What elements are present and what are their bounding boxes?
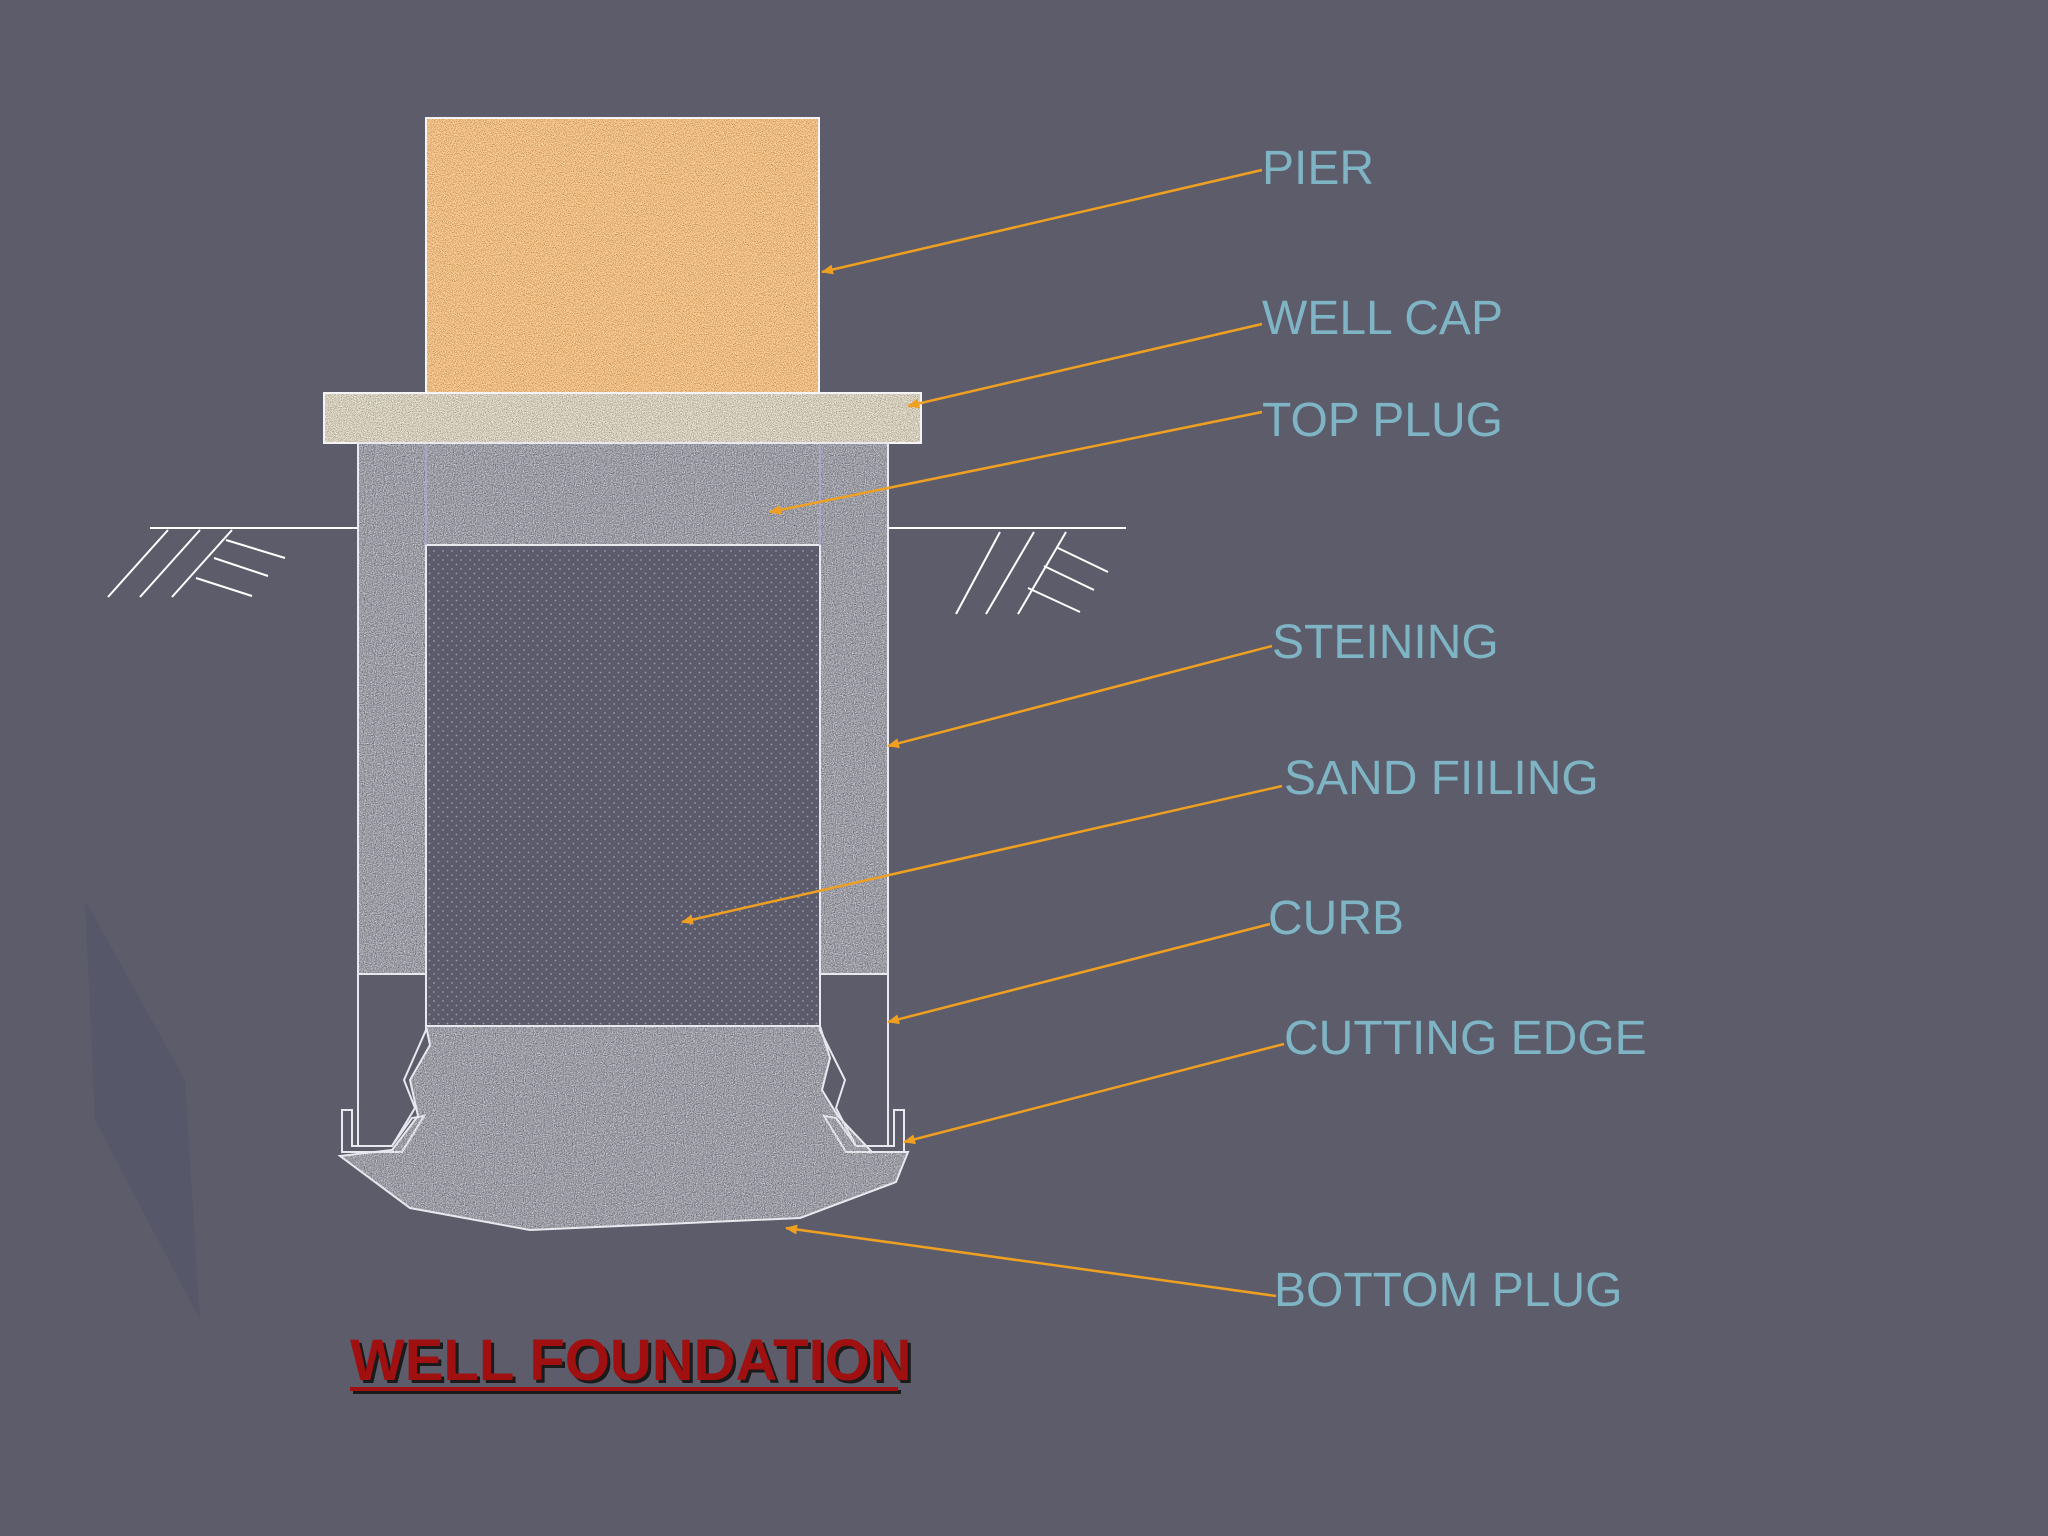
- steining: [358, 443, 888, 974]
- steining-leader: [887, 644, 1273, 749]
- diagram-title: WELL FOUNDATION WELL FOUNDATION: [350, 1328, 915, 1396]
- ground-right: [888, 527, 1126, 615]
- label-well-cap: WELL CAP: [1262, 292, 1503, 345]
- pier-leader: [821, 168, 1263, 275]
- curb-leader: [887, 922, 1271, 1025]
- title-text: WELL FOUNDATION: [350, 1328, 912, 1393]
- bottom-plug-leader: [785, 1224, 1277, 1298]
- title-shadow: WELL FOUNDATION: [353, 1331, 915, 1396]
- bottom-plug-outline: [337, 1025, 910, 1232]
- ground-left: [107, 527, 358, 598]
- bottom-plug: [340, 1026, 908, 1230]
- cutting-edge-leader: [903, 1042, 1285, 1145]
- label-cutting-edge: CUTTING EDGE: [1284, 1012, 1647, 1065]
- leader-lines: [681, 168, 1285, 1298]
- top-plug-leader: [769, 410, 1263, 515]
- label-bottom-plug: BOTTOM PLUG: [1274, 1264, 1623, 1317]
- label-pier: PIER: [1262, 142, 1374, 195]
- background-shadow-shape: [85, 900, 200, 1320]
- label-steining: STEINING: [1272, 616, 1499, 669]
- well-cap-texture: [325, 394, 920, 442]
- sand-filling-leader: [681, 784, 1283, 925]
- sand-filling: [428, 547, 818, 1025]
- label-top-plug: TOP PLUG: [1262, 394, 1503, 447]
- callout-labels: PIER WELL CAP TOP PLUG STEINING SAND FII…: [1262, 142, 1647, 1317]
- label-curb: CURB: [1268, 892, 1404, 945]
- label-sand-filling: SAND FIILING: [1284, 752, 1599, 805]
- well-cap-leader: [907, 322, 1263, 409]
- pier-texture: [427, 119, 818, 392]
